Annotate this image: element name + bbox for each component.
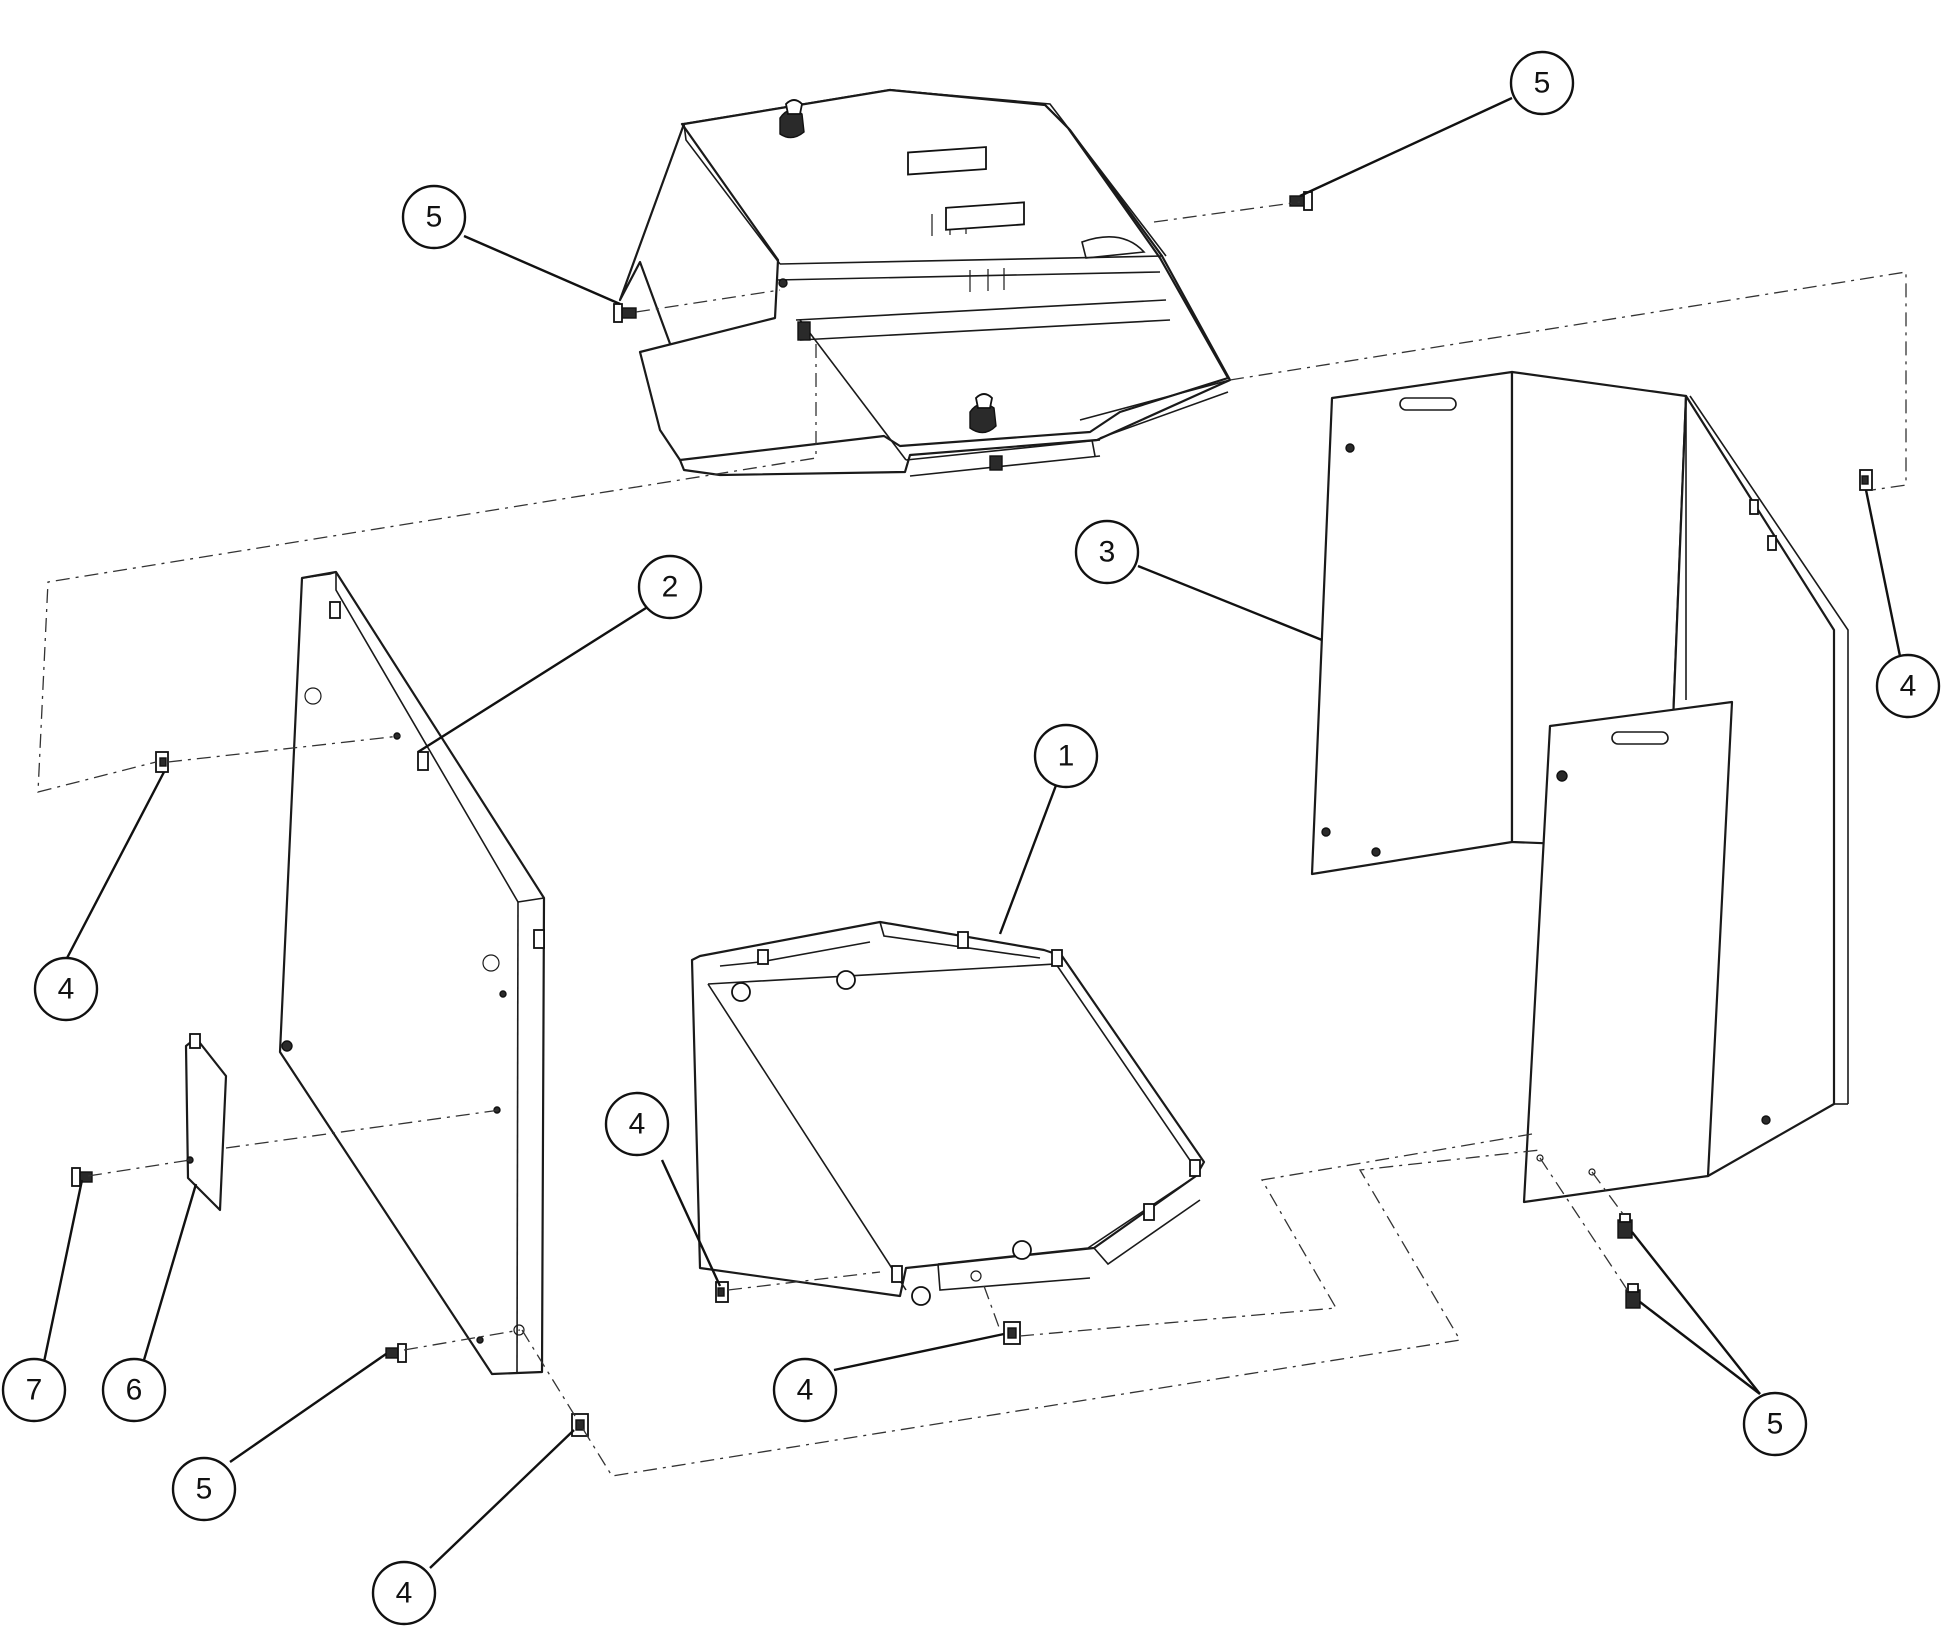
callout-5-bottom-left: 5	[171, 1456, 237, 1522]
callout-label: 5	[1534, 67, 1551, 100]
callout-label: 5	[196, 1473, 213, 1506]
callout-4-bottom-left: 4	[371, 1560, 437, 1626]
screw-5-top-left	[613, 303, 637, 323]
clip-4-left	[155, 751, 169, 773]
lid-handle-lower	[945, 201, 1025, 292]
small-plate-6	[184, 1033, 228, 1212]
callout-4-mid: 4	[604, 1091, 670, 1157]
lid-knob-bottom	[969, 393, 1003, 471]
callout-label: 5	[1767, 1408, 1784, 1441]
screw-5-lower-right-a	[1617, 1213, 1633, 1239]
clip-4-mid	[715, 1281, 729, 1303]
screw-5-top-right	[1289, 191, 1313, 211]
callout-label: 1	[1058, 740, 1075, 773]
callout-6: 6	[101, 1357, 167, 1423]
clip-4-right	[1859, 469, 1873, 491]
callout-label: 3	[1099, 536, 1116, 569]
callout-7: 7	[1, 1357, 67, 1423]
screw-5-bottom-left	[385, 1343, 407, 1363]
callout-4-bottom-center: 4	[772, 1357, 838, 1423]
callout-label: 5	[426, 201, 443, 234]
callout-label: 4	[1900, 670, 1917, 703]
callout-label: 4	[629, 1108, 646, 1141]
callout-3: 3	[1074, 519, 1140, 585]
callout-label: 4	[797, 1374, 814, 1407]
clip-4-bottom-center	[1003, 1321, 1021, 1345]
shroud-3	[1310, 370, 1849, 1204]
screw-7	[71, 1167, 93, 1187]
callout-label: 6	[126, 1374, 143, 1407]
callout-5-bottom-right: 5	[1742, 1391, 1808, 1457]
leader-lines	[42, 96, 1904, 1569]
side-panel-2	[278, 570, 546, 1376]
assembly-centerlines	[37, 201, 1907, 1477]
callout-4-right: 4	[1875, 653, 1941, 719]
lid-knob-top	[779, 99, 805, 139]
callout-label: 7	[26, 1374, 43, 1407]
callout-2: 2	[637, 554, 703, 620]
callout-5-top-left: 5	[401, 184, 467, 250]
screw-5-lower-right-b	[1625, 1283, 1641, 1309]
lid-assembly	[618, 88, 1232, 477]
callout-4-left: 4	[33, 956, 99, 1022]
callout-5-top-right: 5	[1509, 50, 1575, 116]
callout-1: 1	[1033, 723, 1099, 789]
callout-label: 4	[58, 973, 75, 1006]
callout-label: 2	[662, 571, 679, 604]
base-tray-1	[690, 920, 1206, 1306]
callout-label: 4	[396, 1577, 413, 1610]
